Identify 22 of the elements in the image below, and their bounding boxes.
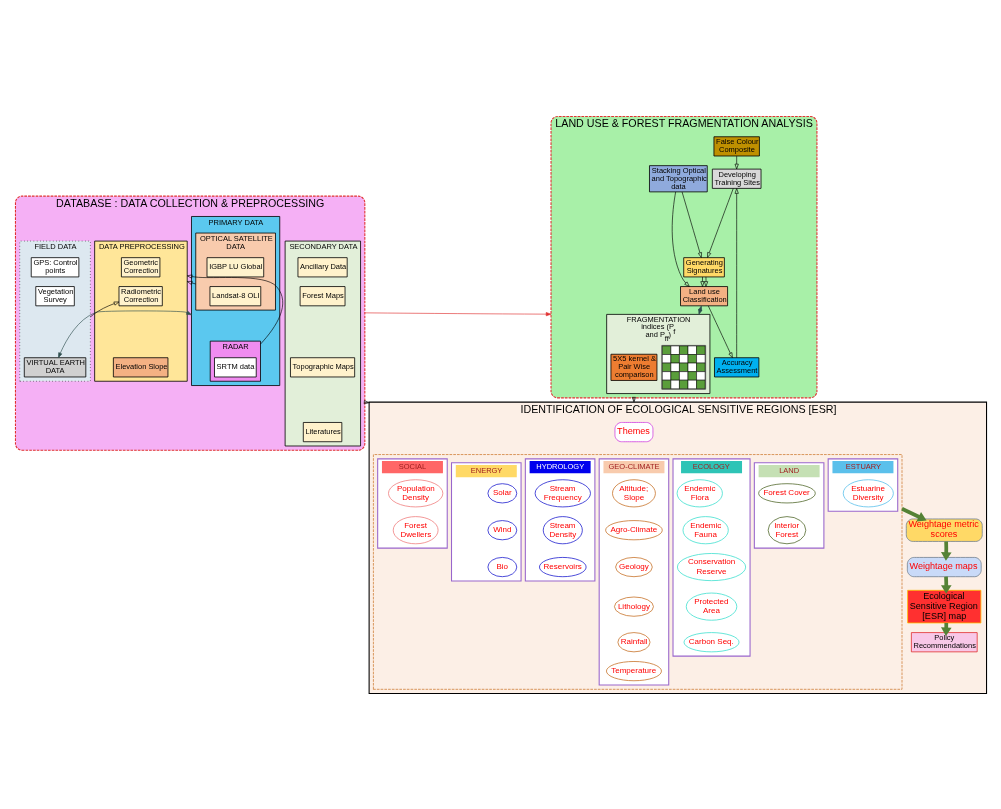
- arrow: [681, 191, 702, 258]
- arrow: [186, 274, 283, 344]
- cluster: [372, 453, 902, 690]
- arrow: [900, 506, 927, 521]
- arrow: [631, 396, 636, 402]
- arrow: [734, 187, 739, 358]
- arrow: [706, 187, 734, 258]
- arrow: [699, 276, 704, 287]
- node-box: Ecological Sensitive Region [ESR] map: [906, 589, 981, 623]
- arrow: [707, 305, 733, 358]
- arrow: [364, 311, 551, 316]
- node-box: Weightage maps: [906, 556, 982, 577]
- arrow: [671, 191, 690, 287]
- arrow: [703, 276, 708, 287]
- node-box: Weightage metric scores: [905, 518, 983, 542]
- arrow: [89, 301, 119, 317]
- arrow: [363, 399, 369, 404]
- arrow: [940, 540, 952, 561]
- arrow: [734, 155, 739, 169]
- arrow: [57, 310, 192, 358]
- node-box: Themes: [614, 421, 653, 442]
- arrow: [186, 280, 196, 285]
